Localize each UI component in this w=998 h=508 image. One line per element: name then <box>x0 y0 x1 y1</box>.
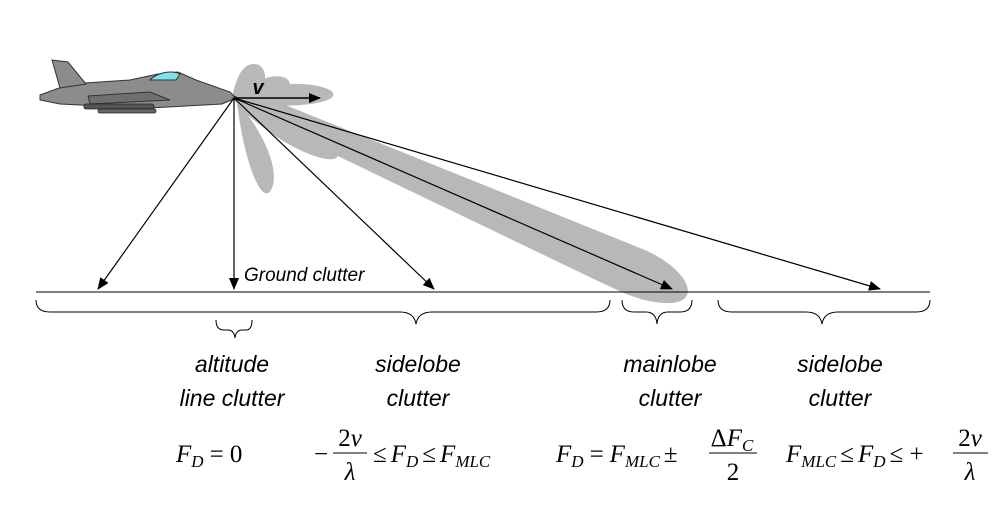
f-sr-v: v <box>971 425 983 452</box>
f-ml-MLC: MLC <box>624 452 661 471</box>
f-alt-eq: = 0 <box>210 441 243 468</box>
svg-text:≤FD≤FMLC: ≤FD≤FMLC <box>373 441 491 471</box>
f-ml-D: D <box>570 452 584 471</box>
label-altitude-line1: altitude <box>195 351 269 377</box>
brace-sidelobe-right <box>717 299 931 325</box>
region-braces <box>35 299 931 339</box>
f-sr-den: λ <box>964 459 976 486</box>
f-sr-F2: F <box>857 441 874 468</box>
label-sidelobe-left-line1: sidelobe <box>375 351 461 377</box>
f-sl-MLC: MLC <box>454 452 491 471</box>
svg-text:FMLC≤FD≤ +: FMLC≤FD≤ + <box>785 441 924 471</box>
f-sl-F2: F <box>439 441 456 468</box>
f-sl-le2: ≤ <box>422 441 436 468</box>
f-ml-delta: Δ <box>711 425 727 452</box>
fighter-aircraft <box>39 59 237 114</box>
f-sl-D: D <box>405 452 419 471</box>
f-sr-D: D <box>872 452 886 471</box>
brace-mainlobe <box>621 299 693 325</box>
f-sr-F: F <box>785 441 802 468</box>
ray-mainlobe <box>233 97 673 290</box>
f-sl-minus: − <box>314 441 328 468</box>
ray-left <box>97 97 235 290</box>
f-ml-den: 2 <box>727 459 740 486</box>
formula-altitude: FD = 0 <box>175 441 242 471</box>
f-alt-F: F <box>175 441 192 468</box>
f-ml-F2: F <box>609 441 626 468</box>
f-ml-eq: = <box>590 441 604 468</box>
formula-sidelobe-right: FMLC≤FD≤ + 2v λ <box>785 425 988 486</box>
region-labels: altitude line clutter sidelobe clutter m… <box>180 351 883 411</box>
svg-text:FD=FMLC±: FD=FMLC± <box>555 441 678 471</box>
ray-sidelobe <box>233 97 435 290</box>
aircraft-missile-2 <box>97 108 157 114</box>
label-altitude-line2: line clutter <box>180 385 286 411</box>
f-sl-F: F <box>390 441 407 468</box>
f-sl-le1: ≤ <box>373 441 387 468</box>
f-sl-num: 2 <box>338 425 351 452</box>
formula-mainlobe: FD=FMLC± ΔFC 2 <box>555 425 757 486</box>
aircraft-missile-1 <box>83 103 155 110</box>
label-sidelobe-left-line2: clutter <box>387 385 451 411</box>
ground-clutter-label: Ground clutter <box>244 265 365 286</box>
sidelobe-lower-2 <box>236 100 274 194</box>
f-sr-MLC: MLC <box>800 452 837 471</box>
mainlobe-beam <box>232 98 688 304</box>
aircraft-canopy <box>148 71 181 81</box>
label-sidelobe-right-line1: sidelobe <box>797 351 883 377</box>
brace-sidelobe-left <box>35 299 611 325</box>
f-ml-F3: F <box>726 425 743 452</box>
label-mainlobe-line1: mainlobe <box>623 351 716 377</box>
radar-rays <box>97 97 881 291</box>
velocity-label: v <box>252 77 265 99</box>
formula-sidelobe-left: − 2v λ ≤FD≤FMLC <box>314 425 491 486</box>
svg-text:2v: 2v <box>958 425 983 452</box>
f-sr-le1: ≤ <box>840 441 854 468</box>
sidelobe-lower-1 <box>236 100 338 160</box>
brace-altitude <box>215 319 253 339</box>
f-sr-le2: ≤ + <box>890 441 924 468</box>
aircraft-wing <box>87 91 171 105</box>
f-sl-den: λ <box>344 459 356 486</box>
svg-text:ΔFC: ΔFC <box>711 425 754 455</box>
f-ml-F: F <box>555 441 572 468</box>
ray-far <box>233 97 881 291</box>
f-ml-C: C <box>742 436 754 455</box>
f-sr-num: 2 <box>958 425 971 452</box>
label-mainlobe-line2: clutter <box>639 385 703 411</box>
aircraft-tail-fin <box>51 59 87 89</box>
f-alt-D: D <box>190 452 204 471</box>
f-sl-v: v <box>351 425 363 452</box>
svg-text:FD= 0: FD = 0 <box>175 441 242 471</box>
f-ml-pm: ± <box>664 441 678 468</box>
label-sidelobe-right-line2: clutter <box>809 385 873 411</box>
svg-text:2v: 2v <box>338 425 363 452</box>
